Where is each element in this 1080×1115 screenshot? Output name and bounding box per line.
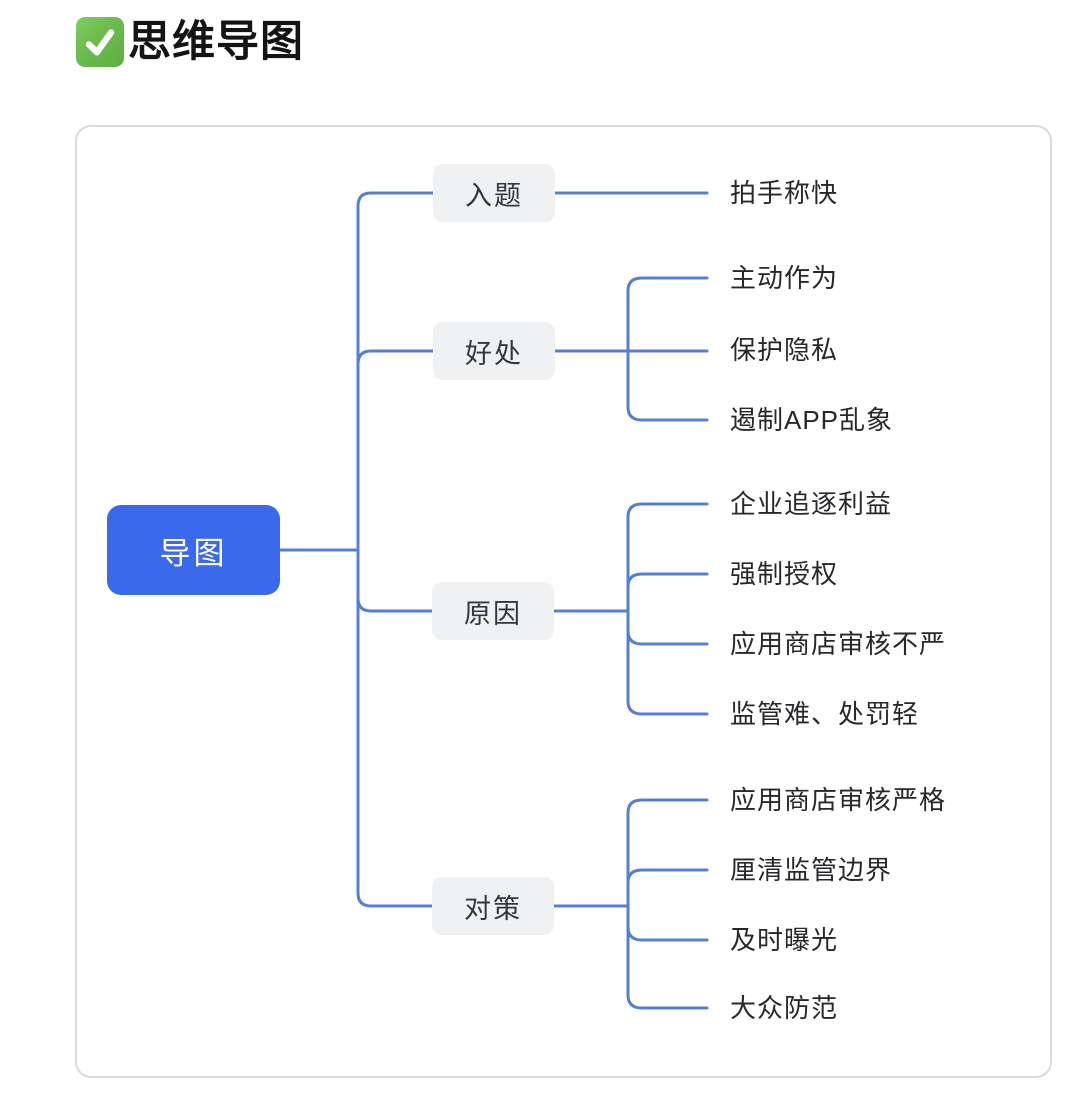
mindmap-card	[75, 125, 1052, 1078]
leaf-node[interactable]: 强制授权	[730, 559, 839, 589]
connector-branch-benefits	[356, 349, 435, 552]
leaf-node[interactable]: 遏制APP乱象	[730, 405, 894, 435]
leaf-node[interactable]: 主动作为	[730, 263, 839, 293]
leaf-node[interactable]: 企业追逐利益	[730, 489, 893, 519]
leaf-node[interactable]: 应用商店审核严格	[730, 785, 947, 815]
connector-leaf-4-1	[626, 798, 709, 908]
connector-leaf-3-3	[626, 609, 709, 646]
leaf-node[interactable]: 拍手称快	[730, 178, 839, 208]
leaf-node[interactable]: 厘清监管边界	[730, 855, 893, 885]
leaf-node[interactable]: 监管难、处罚轻	[730, 699, 920, 729]
connector-branch-measures	[356, 548, 434, 908]
branch-node-causes[interactable]: 原因	[432, 582, 554, 640]
leaf-node[interactable]: 保护隐私	[730, 335, 839, 365]
root-node[interactable]: 导图	[107, 505, 280, 595]
connector-leaf-4-4	[626, 904, 709, 1010]
connector-leaf-2-1	[626, 276, 709, 353]
leaf-node[interactable]: 应用商店审核不严	[730, 629, 947, 659]
check-mark-icon	[76, 17, 124, 67]
connector-leaf-3-1	[626, 502, 709, 613]
page-header: 思维导图	[76, 16, 304, 68]
connector-leaf-2-3	[626, 349, 709, 422]
branch-node-rti[interactable]: 入题	[433, 164, 555, 222]
branch-node-benefits[interactable]: 好处	[433, 322, 555, 380]
leaf-node[interactable]: 大众防范	[730, 993, 839, 1023]
branch-node-measures[interactable]: 对策	[432, 877, 554, 935]
page-title: 思维导图	[128, 18, 304, 66]
connector-branch-rti	[356, 191, 435, 552]
connector-leaf-3-2	[626, 572, 709, 613]
connector-leaf-3-4	[626, 609, 709, 716]
connector-branch-causes	[356, 548, 434, 613]
leaf-node[interactable]: 及时曝光	[730, 925, 839, 955]
connector-leaf-4-3	[626, 904, 709, 942]
connector-leaf-4-2	[626, 868, 709, 908]
